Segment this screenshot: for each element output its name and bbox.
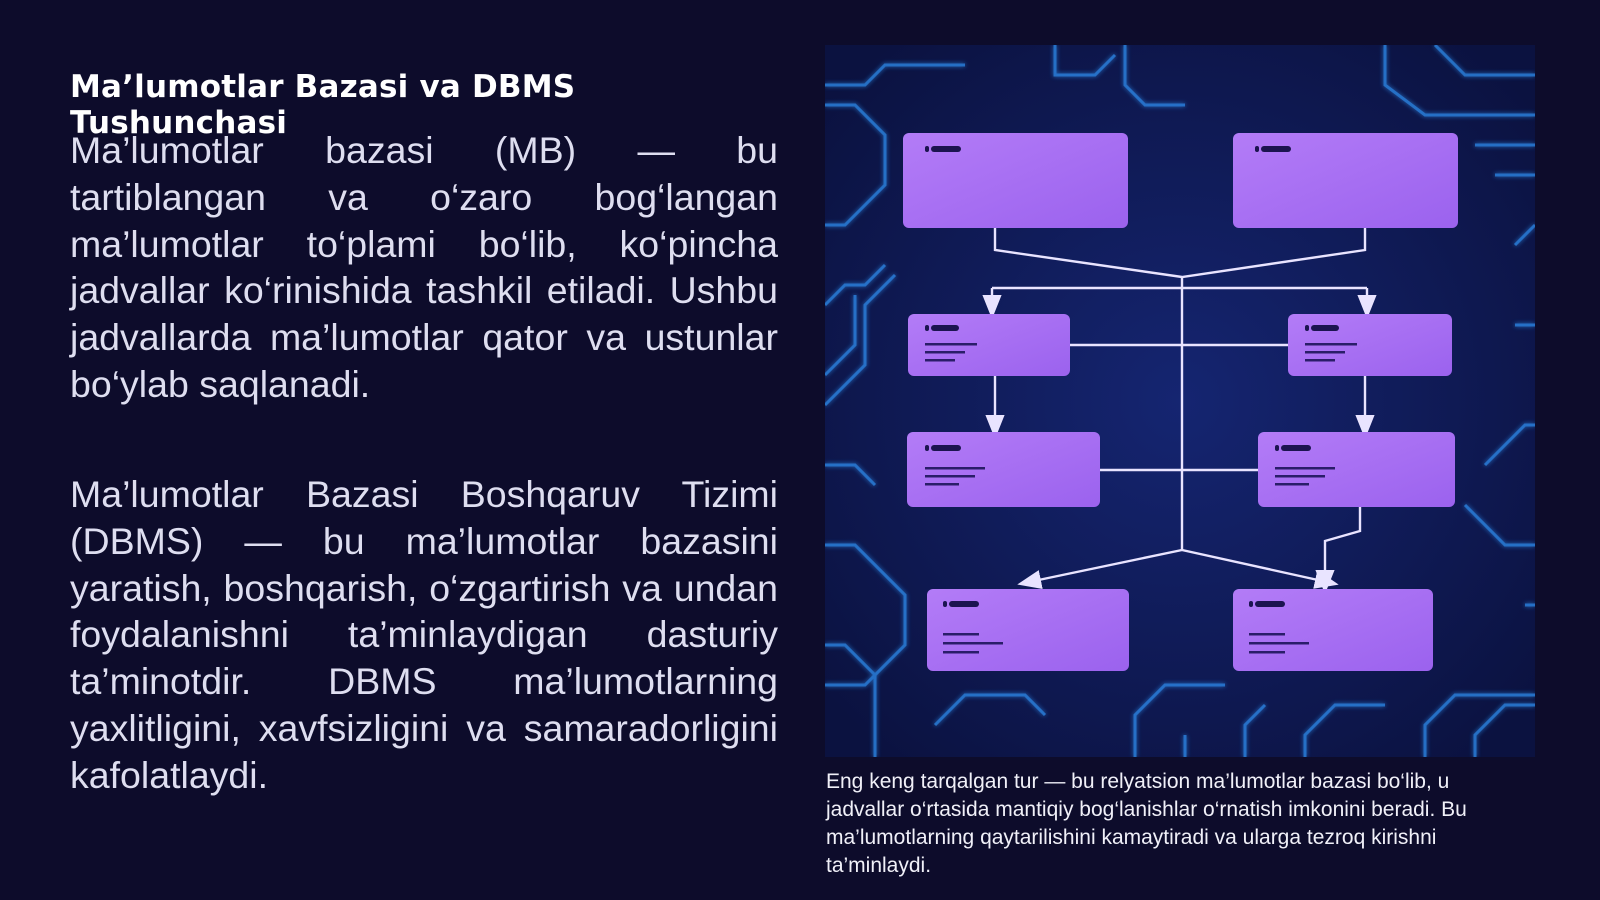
schema-table-7 [927, 589, 1129, 671]
database-table-icon [931, 445, 961, 451]
schema-connectors [982, 228, 1377, 594]
schema-table-3 [908, 314, 1070, 376]
database-table-icon [949, 601, 979, 607]
schema-table-2 [1233, 133, 1458, 228]
relational-schema-illustration [825, 45, 1535, 757]
database-table-icon [1255, 601, 1285, 607]
database-definition-paragraph: Ma’lumotlar bazasi (MB) — bu tartiblanga… [70, 129, 778, 405]
schema-table-1 [903, 133, 1128, 228]
database-table-icon [1311, 325, 1339, 331]
dbms-definition-paragraph: Ma’lumotlar Bazasi Boshqaruv Tizimi (DBM… [70, 473, 778, 796]
schema-table-6 [1258, 432, 1455, 507]
database-table-icon [1281, 445, 1311, 451]
circuit-pattern [825, 45, 1535, 757]
figure-caption: Eng keng tarqalgan tur — bu relyatsion m… [826, 770, 1467, 877]
database-table-icon [931, 325, 959, 331]
database-table-icon [931, 146, 961, 152]
database-table-icon [1261, 146, 1291, 152]
schema-table-8 [1233, 589, 1433, 671]
schema-table-4 [1288, 314, 1452, 376]
slide-title: Ma’lumotlar Bazasi va DBMS Tushunchasi [70, 68, 576, 141]
schema-table-5 [907, 432, 1100, 507]
